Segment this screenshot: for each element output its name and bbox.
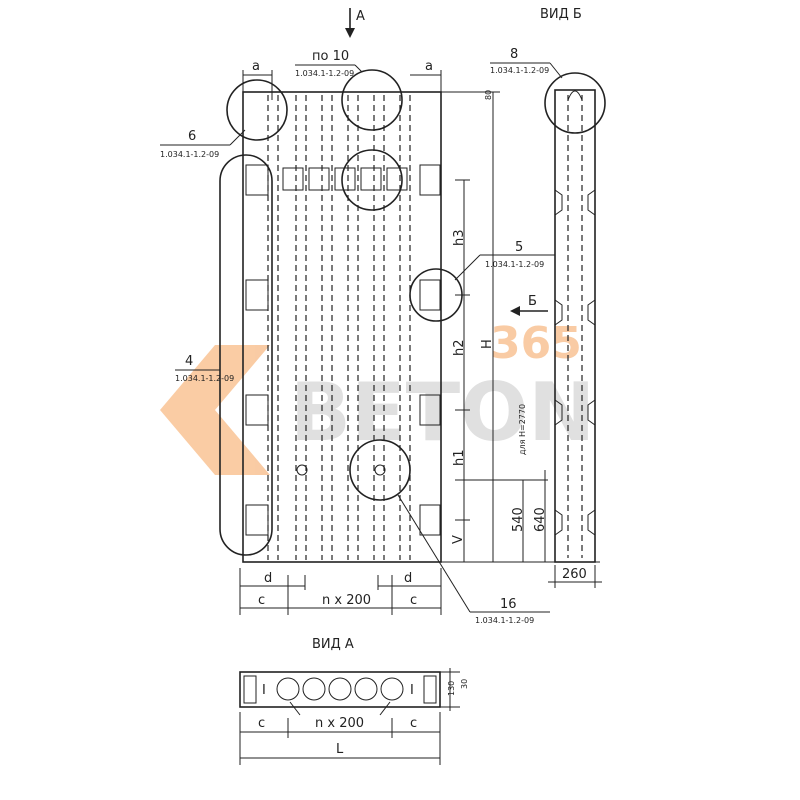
- dim-n200-bottom: n x 200: [315, 716, 364, 731]
- dim-c-left: c: [258, 593, 265, 608]
- dim-c-bottom-left: c: [258, 716, 265, 731]
- side-view: [554, 89, 596, 563]
- watermark: 365 BETON: [160, 318, 595, 475]
- callout-10-num: по 10: [312, 49, 349, 64]
- callout-circle-top-openings: [341, 149, 403, 211]
- mark-i-left: I: [262, 683, 266, 698]
- dim-c-right: c: [410, 593, 417, 608]
- view-b-title: ВИД Б: [540, 7, 582, 22]
- dim-n200: n x 200: [322, 593, 371, 608]
- callout-5-num: 5: [515, 240, 523, 255]
- dim-V: V: [451, 535, 466, 544]
- dim-c-bottom-right: c: [410, 716, 417, 731]
- dim-d-left: d: [264, 571, 272, 586]
- dim-260: 260: [562, 567, 587, 582]
- dim-d-right: d: [404, 571, 412, 586]
- view-arrow-a-label: A: [356, 9, 365, 24]
- callout-circle-16: [349, 439, 411, 501]
- callout-16-num: 16: [500, 597, 517, 612]
- dim-640: 640: [533, 507, 548, 532]
- callout-circle-5: [409, 268, 463, 322]
- callout-10-ref: 1.034.1-1.2-09: [295, 69, 354, 78]
- callout-16-ref: 1.034.1-1.2-09: [475, 616, 534, 625]
- dim-L: L: [336, 742, 344, 757]
- dim-a-right: a: [425, 59, 433, 74]
- dim-a-left: a: [252, 59, 260, 74]
- dim-540: 540: [511, 507, 526, 532]
- dim-h1: h1: [452, 449, 467, 466]
- watermark-number: 365: [490, 318, 582, 369]
- watermark-logo-shape: [160, 345, 270, 475]
- panel-outline: [242, 91, 442, 563]
- top-outline: [239, 671, 441, 708]
- view-a-title: ВИД А: [312, 637, 354, 652]
- callout-8-ref: 1.034.1-1.2-09: [490, 66, 549, 75]
- callout-circle-10: [341, 69, 403, 131]
- callout-5-ref: 1.034.1-1.2-09: [485, 260, 544, 269]
- callout-oval-4: [219, 154, 273, 556]
- callout-6-ref: 1.034.1-1.2-09: [160, 150, 219, 159]
- dim-80: 80: [484, 90, 493, 100]
- callout-circle-8: [544, 72, 606, 134]
- dim-2770: для H=2770: [518, 404, 527, 455]
- dim-h3: h3: [452, 229, 467, 246]
- callout-4-num: 4: [185, 354, 193, 369]
- side-outline: [554, 89, 596, 563]
- callout-4-ref: 1.034.1-1.2-09: [175, 374, 234, 383]
- callout-circle-6: [226, 79, 288, 141]
- callout-8-num: 8: [510, 47, 518, 62]
- dim-130: 130: [447, 681, 456, 696]
- dim-H: H: [480, 339, 495, 349]
- top-view: I I: [239, 671, 441, 708]
- view-arrow-b-label: Б: [528, 294, 537, 309]
- front-view: [242, 91, 442, 563]
- callout-6-num: 6: [188, 129, 196, 144]
- dim-30: 30: [460, 679, 469, 689]
- watermark-brand: BETON: [290, 366, 595, 459]
- dim-h2: h2: [452, 339, 467, 356]
- mark-i-right: I: [410, 683, 414, 698]
